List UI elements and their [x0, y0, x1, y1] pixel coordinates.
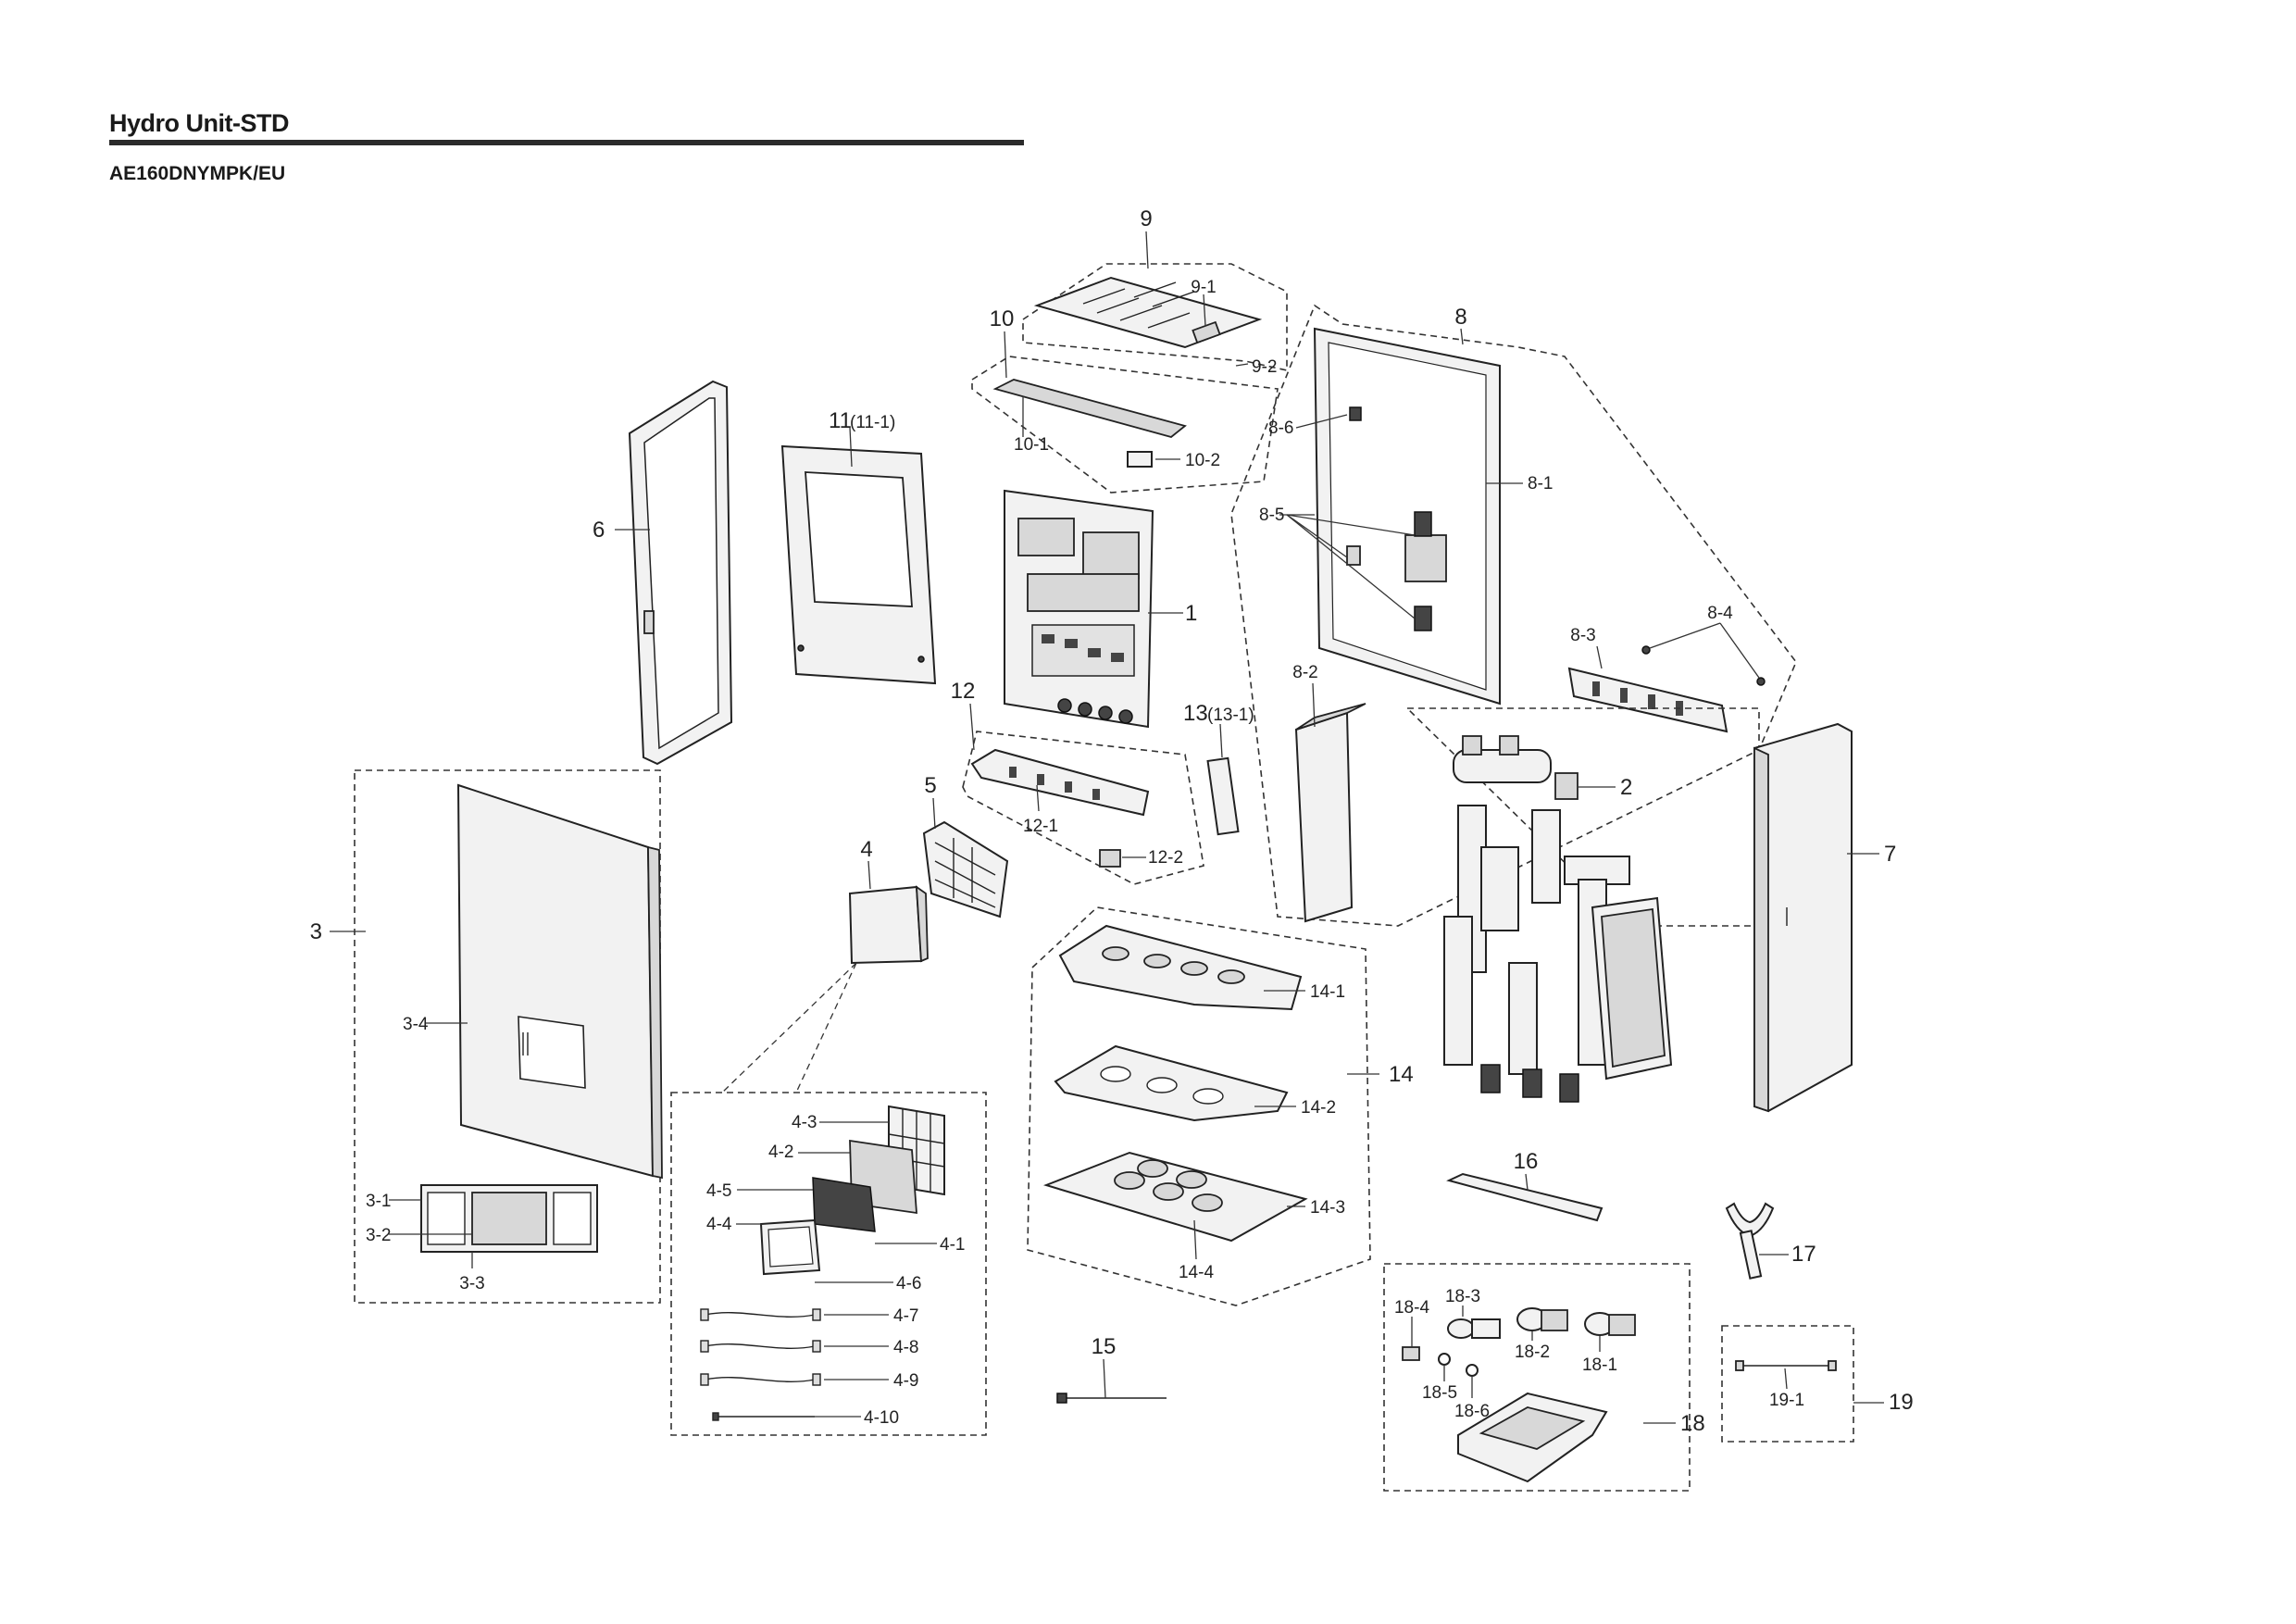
label-5: 5 [924, 773, 936, 798]
label-14-2: 14-2 [1301, 1098, 1336, 1118]
part-8-rear-panel [1230, 304, 1797, 927]
label-7: 7 [1884, 842, 1896, 867]
part-1-control-box [1004, 489, 1183, 729]
label-14-1: 14-1 [1310, 982, 1345, 1002]
label-13: 13 [1183, 701, 1208, 726]
label-14-4: 14-4 [1179, 1263, 1214, 1282]
label-18-5: 18-5 [1422, 1383, 1457, 1403]
label-8-4: 8-4 [1707, 604, 1733, 623]
label-2: 2 [1620, 775, 1632, 800]
part-2-hydraulic-assembly [1405, 707, 1760, 1103]
label-10-1: 10-1 [1014, 435, 1049, 455]
label-11-sub: (11-1) [850, 413, 895, 432]
label-4-3: 4-3 [792, 1113, 817, 1132]
label-4-2: 4-2 [768, 1143, 793, 1162]
part-7-side-panel [1753, 722, 1879, 1113]
label-15: 15 [1092, 1334, 1117, 1359]
label-19: 19 [1889, 1390, 1914, 1415]
label-4-4: 4-4 [706, 1215, 732, 1234]
part-3-front-cover [330, 769, 663, 1304]
label-8-1: 8-1 [1528, 474, 1553, 493]
part-10-bracket [971, 331, 1279, 493]
label-10-2: 10-2 [1185, 451, 1220, 470]
label-9: 9 [1140, 206, 1152, 231]
label-17: 17 [1791, 1242, 1816, 1267]
label-3: 3 [310, 919, 322, 944]
part-12-terminal-block [962, 703, 1204, 885]
label-8-3: 8-3 [1570, 626, 1595, 645]
label-3-3: 3-3 [459, 1274, 484, 1293]
part-13-sensor-bracket [1206, 723, 1240, 836]
part-17-wrench [1725, 1202, 1789, 1280]
label-3-4: 3-4 [403, 1015, 429, 1034]
label-12-2: 12-2 [1148, 848, 1183, 868]
page-title: Hydro Unit-STD [109, 109, 289, 137]
label-8: 8 [1454, 305, 1466, 330]
label-12-1: 12-1 [1023, 817, 1058, 836]
label-18-2: 18-2 [1515, 1343, 1550, 1362]
label-19-1: 19-1 [1769, 1391, 1804, 1410]
label-18: 18 [1680, 1411, 1705, 1436]
label-9-2: 9-2 [1252, 357, 1277, 377]
label-9-1: 9-1 [1191, 278, 1216, 297]
label-11: 11 [829, 408, 852, 433]
label-4-7: 4-7 [893, 1306, 918, 1326]
label-6: 6 [593, 518, 605, 543]
part-16-bracket [1446, 1172, 1603, 1222]
label-8-2: 8-2 [1292, 663, 1317, 682]
model-number: AE160DNYMPK/EU [109, 163, 286, 184]
part-9-top-cover [1022, 231, 1288, 371]
label-16: 16 [1514, 1149, 1539, 1174]
part-18-fittings-kit [1383, 1263, 1691, 1492]
part-4-wired-controller [721, 860, 929, 1093]
part-11-front-panel [780, 427, 937, 685]
title-rule [109, 140, 1024, 145]
label-4-6: 4-6 [896, 1274, 921, 1293]
part-19-accessory [1721, 1325, 1884, 1443]
label-8-5: 8-5 [1259, 506, 1284, 525]
group-4-controller-parts [670, 1092, 987, 1436]
part-5-controller-frame [922, 797, 1009, 918]
label-18-6: 18-6 [1454, 1402, 1490, 1421]
label-18-1: 18-1 [1582, 1355, 1617, 1375]
label-18-3: 18-3 [1445, 1287, 1480, 1306]
part-14-base-pan [1027, 906, 1379, 1306]
label-4-1: 4-1 [940, 1235, 965, 1255]
label-8-6: 8-6 [1268, 418, 1293, 438]
label-12: 12 [951, 679, 976, 704]
label-4-5: 4-5 [706, 1181, 731, 1201]
label-14-3: 14-3 [1310, 1198, 1345, 1218]
label-4-9: 4-9 [893, 1371, 918, 1391]
label-18-4: 18-4 [1394, 1298, 1429, 1318]
label-4-8: 4-8 [893, 1338, 918, 1357]
label-4-10: 4-10 [864, 1408, 899, 1428]
label-14: 14 [1389, 1062, 1414, 1087]
label-3-1: 3-1 [366, 1192, 391, 1211]
label-13-sub: (13-1) [1207, 706, 1254, 725]
label-4: 4 [860, 837, 872, 862]
label-1: 1 [1185, 601, 1197, 626]
part-15-sensor [1056, 1358, 1167, 1404]
label-10: 10 [990, 306, 1015, 331]
part-6-side-panel [615, 380, 733, 766]
label-3-2: 3-2 [366, 1226, 391, 1245]
